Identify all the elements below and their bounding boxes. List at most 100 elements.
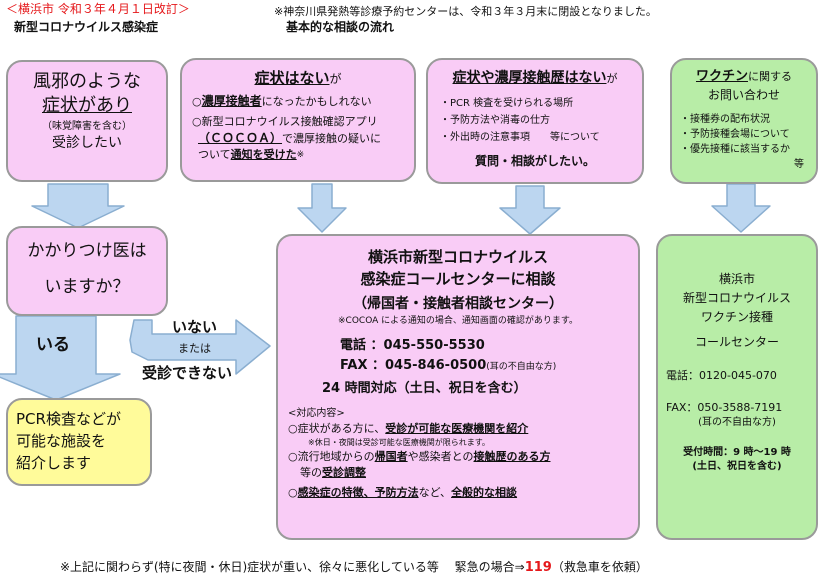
c2-mid: や感染者との <box>407 450 474 463</box>
doctor-line1: かかりつけ医は <box>27 241 147 261</box>
vaccine-title-suffix: に関する <box>748 70 792 83</box>
box-cold-symptoms: 風邪のような 症状があり （味覚障害を含む） 受診したい <box>6 60 168 182</box>
arrow-down-cold <box>31 183 125 229</box>
vaccine-center-line3: ワクチン接種 <box>700 310 773 324</box>
cocoa-label: （ＣＯＣＯＡ） <box>198 131 283 145</box>
vaccine-line2: お問い合わせ <box>707 88 780 102</box>
no-contact-footer: 質問・相談がしたい。 <box>474 154 595 168</box>
center-tel-row: 電話 ：045-550-5530 <box>340 336 638 356</box>
footer-text: ※上記に関わらず(特に夜間・休日)症状が重い、徐々に悪化している等 緊急の場合⇒ <box>60 560 525 574</box>
vaccine-center-fax: FAX：050-3588-7191 <box>666 401 783 414</box>
arrow-down-no-contact <box>499 185 561 235</box>
center-title1: 横浜市新型コロナウイルス <box>367 248 548 266</box>
pcr-line1: PCR検査などが <box>16 410 121 428</box>
no-contact-item: ・予防方法や消毒の仕方 <box>440 115 550 126</box>
center-content-label: <対応内容> <box>288 408 345 419</box>
vaccine-item: ・接種券の配布状況 <box>680 114 770 125</box>
no-symptoms-item2-line2: （ＣＯＣＯＡ）で濃厚接触の疑いに <box>198 130 414 147</box>
cold-note: （味覚障害を含む） <box>42 121 132 132</box>
no-symptoms-item2-line3: ついて通知を受けた※ <box>198 147 414 163</box>
no-symptoms-title-suffix: が <box>329 72 342 86</box>
c2-em1: 帰国者 <box>374 450 408 463</box>
no-symptoms-item1-em: 濃厚接触者 <box>201 94 262 108</box>
no-contact-title-row: 症状や濃厚接触歴はないが <box>428 68 642 89</box>
box-no-contact: 症状や濃厚接触歴はないが ・PCR 検査を受けられる場所 ・予防方法や消毒の仕方… <box>426 58 644 184</box>
vaccine-tail: 等 <box>794 159 804 170</box>
no-symptoms-title: 症状はない <box>254 69 330 87</box>
pcr-line2: 可能な施設を <box>16 432 107 450</box>
c1-em: 受診が可能な医療機関を紹介 <box>385 422 529 435</box>
no-symptoms-item2-line3a: ついて <box>198 148 231 161</box>
no-contact-list: ・PCR 検査を受けられる場所 ・予防方法や消毒の仕方 ・外出時の注意事項 等に… <box>440 95 642 146</box>
center-content-2: ○流行地域からの帰国者や感染者との接触歴のある方 <box>288 449 638 465</box>
center-title3: （帰国者・接触者相談センター） <box>353 296 563 312</box>
footer-emergency-number: 119 <box>524 560 552 575</box>
center-hours: 24 時間対応（土日、祝日を含む） <box>322 381 527 396</box>
vaccine-center-fax-note: (耳の不自由な方) <box>698 417 776 428</box>
vaccine-title: ワクチン <box>695 69 748 84</box>
header-revision: ＜横浜市 令和３年４月１日改訂＞ <box>6 2 190 16</box>
center-tel: ：045-550-5530 <box>370 338 485 353</box>
c4-mid: など、 <box>418 486 452 499</box>
box-call-center: 横浜市新型コロナウイルス 感染症コールセンターに相談 （帰国者・接触者相談センタ… <box>276 234 640 540</box>
cold-line3: 受診したい <box>52 135 122 151</box>
vaccine-center-hours1: 受付時間：9 時～19 時 <box>683 447 791 458</box>
cold-line2: 症状があり <box>42 95 132 116</box>
no-symptoms-item2-line2b: で濃厚接触の疑いに <box>282 132 382 145</box>
no-symptoms-title-row: 症状はないが <box>182 68 414 89</box>
box-no-symptoms: 症状はないが ○濃厚接触者になったかもしれない ○新型コロナウイルス接触確認アプ… <box>180 58 416 182</box>
doctor-line2: いますか？ <box>44 277 130 297</box>
arrow-down-no-symptoms <box>297 183 347 233</box>
c4-em1: 感染症の特徴、予防方法 <box>297 486 419 499</box>
vaccine-center-line2: 新型コロナウイルス <box>682 291 791 305</box>
center-content-4: ○感染症の特徴、予防方法など、全般的な相談 <box>288 485 638 501</box>
arrow-or-label: または <box>178 342 211 355</box>
box-vaccine-call-center: 横浜市 新型コロナウイルス ワクチン接種 コールセンター 電話：0120-045… <box>656 234 818 540</box>
c1-pre: ○症状がある方に、 <box>288 422 386 435</box>
arrow-no-label: いない <box>172 318 218 336</box>
c3-pre: 等の <box>300 466 322 479</box>
center-content-3: 等の受診調整 <box>300 465 638 481</box>
no-contact-item: ・PCR 検査を受けられる場所 <box>440 98 574 109</box>
c4-em2: 全般的な相談 <box>451 486 518 499</box>
arrow-yes <box>0 315 121 401</box>
box-family-doctor: かかりつけ医は いますか？ <box>6 226 168 316</box>
vaccine-center-tel: 電話：0120-045-070 <box>666 369 777 382</box>
no-symptoms-item1-rest: になったかもしれない <box>261 95 372 108</box>
arrow-yes-label: いる <box>36 335 70 355</box>
header-title: 新型コロナウイルス感染症 <box>14 20 159 34</box>
footer-tail: （救急車を依頼） <box>551 560 648 574</box>
vaccine-list: ・接種券の配布状況 ・予防接種会場について ・優先接種に該当するか 等 <box>680 112 816 172</box>
pcr-text: PCR検査などが 可能な施設を 紹介します <box>16 408 150 474</box>
center-content-1: ○症状がある方に、受診が可能な医療機関を紹介 <box>288 421 638 437</box>
cold-line1: 風邪のような <box>33 71 141 92</box>
c2-em2: 接触歴のある方 <box>473 450 551 463</box>
vaccine-center-line4: コールセンター <box>694 335 779 349</box>
center-content-1-note: ※休日・夜間は受診可能な医療機関が限られます。 <box>308 438 490 447</box>
center-title2: 感染症コールセンターに相談 <box>360 270 556 288</box>
header-subtitle: 基本的な相談の流れ <box>286 20 395 34</box>
header-notice: ※神奈川県発熱等診療予約センターは、令和３年３月末に閉設となりました。 <box>274 5 657 18</box>
c4-pre: ○ <box>288 486 298 499</box>
footer-note: ※上記に関わらず(特に夜間・休日)症状が重い、徐々に悪化している等 緊急の場合⇒… <box>60 558 648 577</box>
vaccine-center-hours2: (土日、祝日を含む) <box>692 461 782 472</box>
arrow-down-vaccine <box>711 183 771 233</box>
pcr-line3: 紹介します <box>16 454 92 472</box>
no-symptoms-item2-line1: ○新型コロナウイルス接触確認アプリ <box>192 115 378 128</box>
header-revised: 令和３年４月１日改訂＞ <box>54 2 190 16</box>
center-fax-note: (耳の不自由な方) <box>486 362 557 372</box>
no-symptoms-notified: 通知を受けた <box>230 148 297 161</box>
no-symptoms-mark: ※ <box>296 150 305 160</box>
arrow-cannot-label: 受診できない <box>142 364 233 382</box>
vaccine-item: ・優先接種に該当するか <box>680 144 790 155</box>
center-fax-row: FAX ：045-846-0500(耳の不自由な方) <box>340 356 638 377</box>
center-fax-label: FAX <box>340 358 368 373</box>
center-tel-label: 電話 <box>340 338 367 353</box>
center-cocoa-note: ※COCOA による通知の場合、通知画面の確認があります。 <box>338 316 578 326</box>
no-contact-title: 症状や濃厚接触歴はない <box>452 70 607 86</box>
box-vaccine-inquiry: ワクチンに関する お問い合わせ ・接種券の配布状況 ・予防接種会場について ・優… <box>670 58 818 184</box>
c3-em: 受診調整 <box>322 466 366 479</box>
arrow-no <box>129 319 271 375</box>
